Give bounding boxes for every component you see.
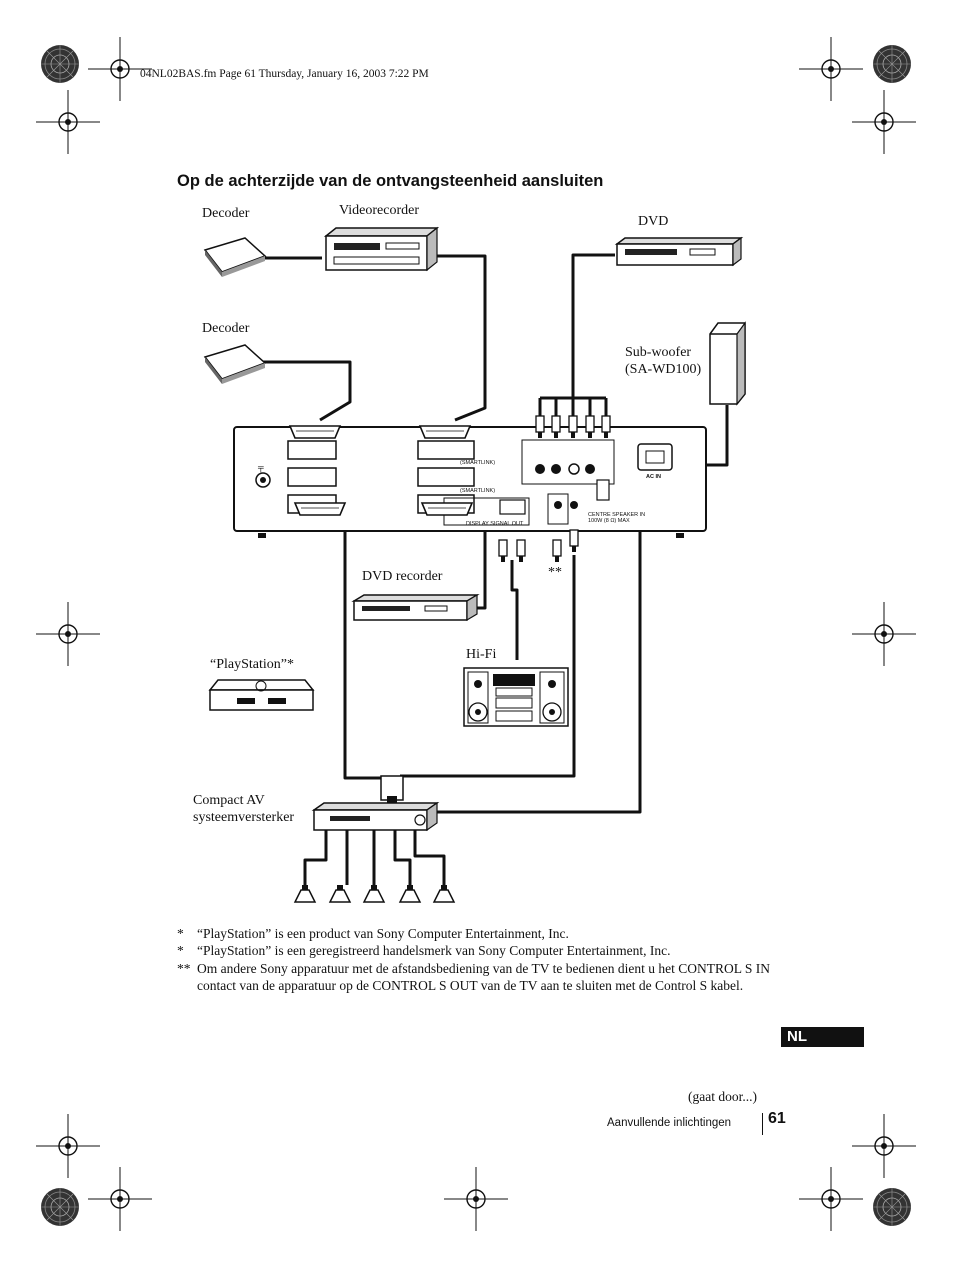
dvd-recorder-label: DVD recorder: [362, 569, 443, 584]
ac-in-label: AC IN: [646, 474, 661, 480]
av-amplifier-device: [311, 775, 440, 832]
amplifier-label-line1: Compact AV: [193, 793, 265, 808]
control-s-mark: **: [548, 565, 562, 580]
decoder-2-label: Decoder: [202, 321, 250, 336]
footnote-1: * “PlayStation” is een product van Sony …: [177, 925, 797, 942]
dvd-device: [614, 236, 744, 267]
svg-text:╤: ╤: [257, 463, 264, 473]
section-title: Op de achterzijde van de ontvangsteenhei…: [177, 172, 604, 190]
footnote-3-text: Om andere Sony apparatuur met de afstand…: [197, 960, 770, 994]
centre-speaker-label: CENTRE SPEAKER IN: [588, 512, 645, 518]
subwoofer-label: Sub-woofer (SA-WD100): [625, 344, 701, 378]
language-tab: NL: [781, 1027, 864, 1047]
videorecorder-device: [323, 226, 440, 272]
amplifier-label-line2: systeemversterker: [193, 810, 295, 825]
continued-note: (gaat door...): [688, 1089, 757, 1104]
footnote-2-text: “PlayStation” is een geregistreerd hande…: [197, 943, 671, 959]
footer-section-name: Aanvullende inlichtingen: [607, 1117, 732, 1129]
footnote-3: ** Om andere Sony apparatuur met de afst…: [177, 960, 797, 995]
hifi-label: Hi-Fi: [466, 647, 497, 662]
subwoofer-device: [709, 321, 746, 406]
file-info-header: 04NL02BAS.fm Page 61 Thursday, January 1…: [140, 68, 429, 80]
smartlink-label-2: (SMARTLINK): [460, 488, 495, 494]
page-number: 61: [768, 1110, 786, 1127]
footnotes: * “PlayStation” is een product van Sony …: [177, 925, 797, 995]
subwoofer-label-line1: Sub-woofer: [625, 345, 692, 360]
decoder-1-device: [203, 237, 267, 277]
decoder-1-label: Decoder: [202, 206, 250, 221]
footnote-1-text: “PlayStation” is een product van Sony Co…: [197, 926, 569, 941]
hifi-device: [463, 667, 569, 727]
playstation-device: [208, 679, 315, 711]
videorecorder-label: Videorecorder: [339, 203, 420, 218]
speakers: [294, 884, 455, 903]
dvd-label: DVD: [638, 214, 669, 229]
footnote-2-mark: *: [177, 943, 184, 959]
subwoofer-label-line2: (SA-WD100): [625, 362, 702, 377]
decoder-2-device: [203, 344, 267, 384]
playstation-label: “PlayStation”*: [210, 657, 294, 672]
footnote-3-mark: **: [177, 960, 191, 976]
footnote-1-mark: *: [177, 926, 184, 941]
display-signal-out-label: DISPLAY SIGNAL OUT: [466, 521, 524, 527]
amplifier-label: Compact AV systeemversterker: [193, 792, 294, 826]
footer-divider: [762, 1113, 763, 1135]
dvd-recorder-device: [351, 593, 480, 622]
footnote-2: * “PlayStation” is een geregistreerd han…: [177, 942, 797, 959]
centre-speaker-spec: 100W (8 Ω) MAX: [588, 518, 630, 524]
smartlink-label-1: (SMARTLINK): [460, 460, 495, 466]
registration-marks: [35, 36, 917, 1232]
